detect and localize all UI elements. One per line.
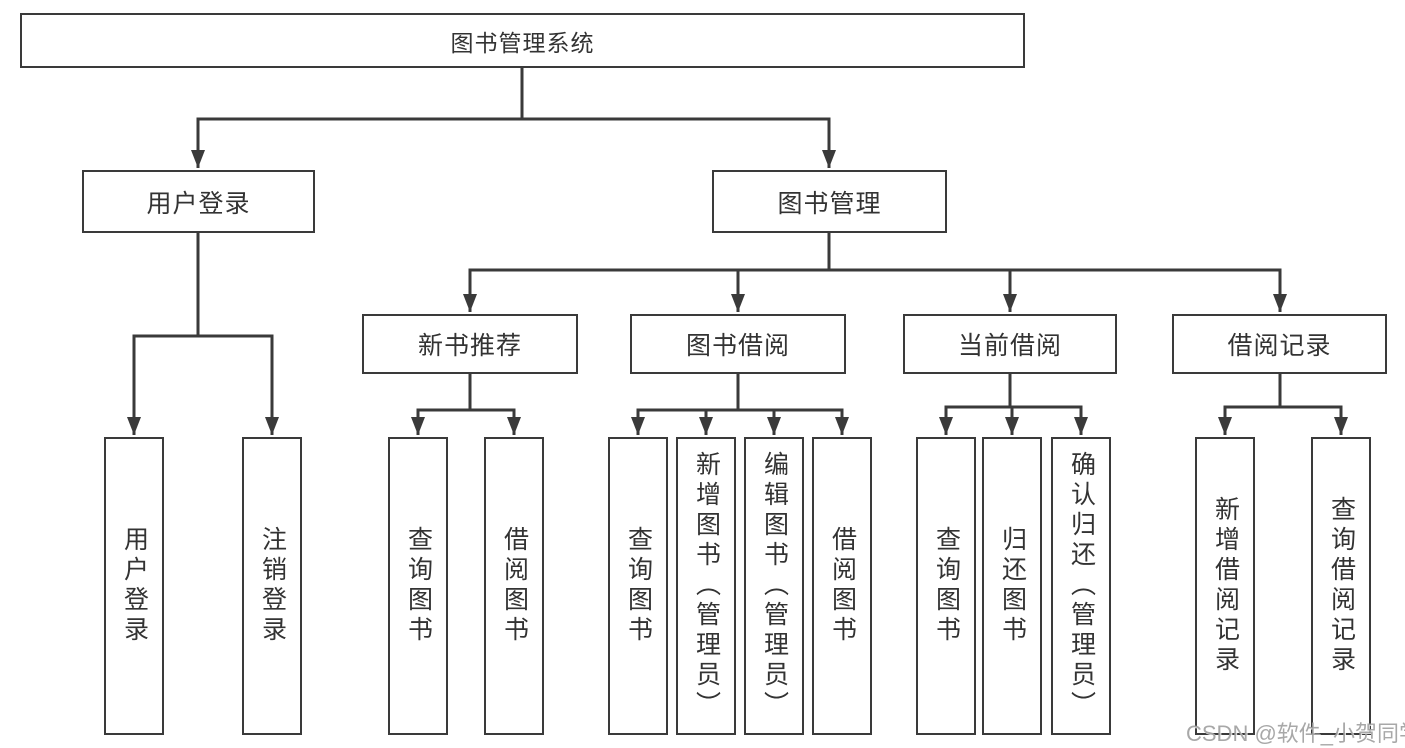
leaf-logout-label: 注销登录 [258,526,287,646]
leaf-records-query-borrow-record-label: 查询借阅记录 [1327,496,1356,676]
node-book-borrowing: 图书借阅 [630,314,846,374]
leaf-current-return-books-label: 归还图书 [998,526,1027,646]
leaf-current-return-books: 归还图书 [982,437,1042,735]
leaf-newrec-borrow-books-label: 借阅图书 [500,526,529,646]
leaf-current-query-books-label: 查询图书 [932,526,961,646]
leaf-user-login-label: 用户登录 [120,526,149,646]
leaf-borrowing-add-books-admin-label: 新增图书（管理员） [692,451,721,721]
leaf-newrec-query-books-label: 查询图书 [404,526,433,646]
node-current-borrowing-label: 当前借阅 [957,332,1062,360]
leaf-borrowing-query-books-label: 查询图书 [624,526,653,646]
leaf-newrec-query-books: 查询图书 [388,437,448,735]
leaf-current-confirm-return-admin-label: 确认归还（管理员） [1067,451,1096,721]
node-book-management: 图书管理 [712,170,947,233]
csdn-watermark: CSDN @软件_小贺同学 [1186,721,1405,746]
leaf-borrowing-add-books-admin: 新增图书（管理员） [676,437,736,735]
leaf-borrowing-borrow-books: 借阅图书 [812,437,872,735]
leaf-borrowing-edit-books-admin: 编辑图书（管理员） [744,437,804,735]
node-user-login: 用户登录 [82,170,315,233]
leaf-newrec-borrow-books: 借阅图书 [484,437,544,735]
leaf-records-add-borrow-record-label: 新增借阅记录 [1211,496,1240,676]
leaf-current-query-books: 查询图书 [916,437,976,735]
leaf-borrowing-edit-books-admin-label: 编辑图书（管理员） [760,451,789,721]
node-library-management-system: 图书管理系统 [20,13,1025,68]
leaf-borrowing-query-books: 查询图书 [608,437,668,735]
leaf-user-login: 用户登录 [104,437,164,735]
node-user-login-label: 用户登录 [146,189,251,218]
node-current-borrowing: 当前借阅 [903,314,1117,374]
node-new-book-recommendation: 新书推荐 [362,314,578,374]
leaf-logout: 注销登录 [242,437,302,735]
node-new-book-recommendation-label: 新书推荐 [417,332,522,360]
leaf-current-confirm-return-admin: 确认归还（管理员） [1051,437,1111,735]
node-book-management-label: 图书管理 [777,189,882,218]
node-borrowing-records: 借阅记录 [1172,314,1387,374]
leaf-borrowing-borrow-books-label: 借阅图书 [828,526,857,646]
leaf-records-query-borrow-record: 查询借阅记录 [1311,437,1371,735]
node-book-borrowing-label: 图书借阅 [685,332,790,360]
leaf-records-add-borrow-record: 新增借阅记录 [1195,437,1255,735]
node-borrowing-records-label: 借阅记录 [1227,332,1332,360]
node-library-management-system-label: 图书管理系统 [450,29,595,56]
